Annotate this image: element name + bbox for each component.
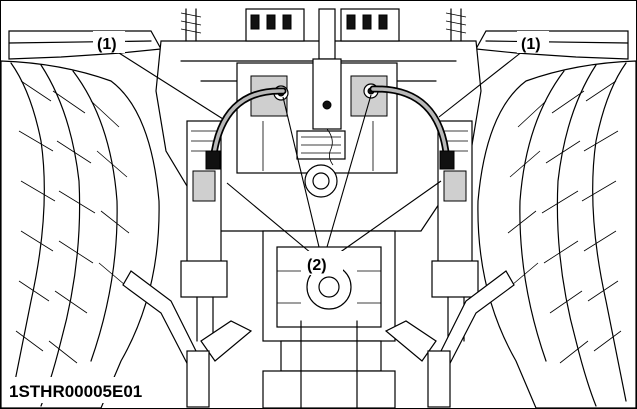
leader-lines — [118, 50, 524, 254]
hydraulic-valve-blocks — [180, 8, 467, 42]
left-rear-tire — [1, 60, 160, 408]
top-link — [312, 8, 342, 166]
hydraulic-hose-left — [205, 87, 287, 170]
right-rear-tire — [477, 60, 636, 408]
callout-fitting: (2) — [307, 257, 327, 274]
figure-code: 1STHR00005E01 — [9, 382, 142, 401]
callout-bg-fitting — [303, 251, 343, 275]
hydraulic-hose-right — [369, 85, 455, 170]
callout-hose-left: (1) — [97, 36, 117, 53]
callout-hose-right: (1) — [521, 36, 541, 53]
callout-bg-hose-left — [93, 31, 125, 53]
figure-code-bg — [5, 377, 183, 403]
callout-bg-hose-right — [517, 31, 549, 53]
fender-left — [8, 30, 162, 60]
lower-link-left — [122, 270, 253, 408]
fender-right — [475, 30, 629, 60]
lower-link-right — [384, 270, 515, 408]
lift-cylinder-right — [431, 120, 479, 342]
lift-cylinder-left — [180, 120, 228, 342]
